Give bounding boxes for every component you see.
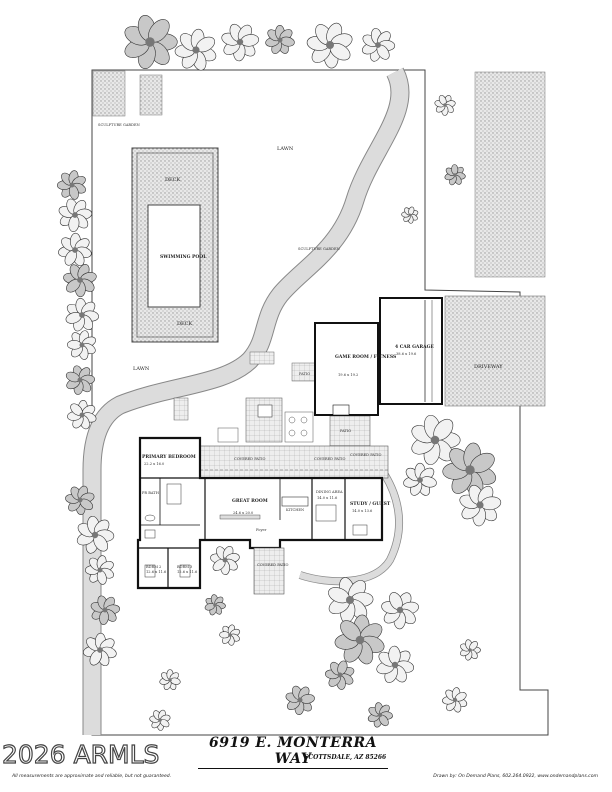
tree-icon (265, 25, 295, 54)
walk-pavers-3 (173, 397, 189, 421)
tree-icon (174, 28, 217, 71)
property-address-title: 6919 E. MONTERRA WAY (198, 735, 388, 769)
tree-icon (361, 28, 396, 62)
tree-icon (444, 164, 466, 186)
landscape-trees (57, 14, 502, 731)
garage-dim: 38.6 x 19.6 (396, 352, 417, 356)
game-room-structure (314, 322, 379, 416)
bdrm-2-label: BDRM 2 (146, 565, 161, 569)
tree-icon (204, 594, 226, 616)
tree-icon (434, 94, 456, 116)
tree-icon (328, 577, 374, 624)
corner-gravel (92, 70, 126, 117)
patio-pavers (245, 397, 283, 443)
tree-icon (401, 206, 419, 224)
covered-patio-label-4: COVERED PATIO (257, 563, 289, 567)
bdrm-3-dim: 12.6 x 11.6 (177, 570, 198, 574)
measurement-disclaimer: All measurements are approximate and rel… (12, 774, 172, 779)
tree-icon (442, 442, 497, 497)
property-boundary (91, 69, 549, 736)
front-entry (253, 547, 285, 595)
covered-patio-label-3: COVERED PATIO (350, 453, 382, 457)
tree-icon (325, 660, 355, 690)
tree-icon (459, 484, 502, 527)
tree-icon (381, 592, 419, 630)
driveway-gravel-strip (474, 71, 546, 278)
tree-icon (306, 22, 353, 69)
great-room-label: GREAT ROOM (232, 498, 268, 504)
study-label: STUDY / GUEST (350, 501, 391, 507)
garage-structure (379, 297, 443, 405)
tree-icon (58, 232, 92, 267)
dining-label: DINING AREA (316, 490, 343, 494)
corner-gravel-2 (139, 74, 163, 116)
tree-icon (219, 624, 241, 646)
covered-patio-band (199, 445, 389, 479)
bdrm-3-label: BDRM 3 (177, 565, 193, 569)
drafter-credit: Drawn by: On Demand Plans, 602.264.0922,… (433, 774, 598, 779)
driveway-label: DRIVEWAY (474, 364, 503, 370)
tree-icon (76, 515, 115, 554)
tree-icon (459, 639, 481, 661)
study-dim: 14.0 x 13.6 (352, 509, 373, 513)
deck-top-label: DECK (165, 177, 180, 183)
tree-icon (149, 709, 171, 731)
outdoor-seating (217, 411, 314, 443)
tree-icon (63, 264, 97, 298)
pool-area (131, 147, 219, 343)
tree-icon (403, 462, 437, 496)
garden-path (82, 67, 410, 735)
tree-icon (85, 555, 114, 585)
tree-icon (57, 170, 86, 200)
primary-bedroom-label: PRIMARY BEDROOM (142, 454, 196, 460)
main-house (136, 436, 384, 590)
sculpture-garden-label-1: SCULPTURE GARDEN (98, 123, 140, 127)
tree-icon (442, 687, 468, 713)
tree-icon (58, 198, 93, 232)
tree-icon (367, 702, 393, 728)
pr-bath-label: PR BATH (142, 491, 159, 495)
tree-icon (221, 23, 260, 62)
bdrm-2-dim: 12.6 x 11.6 (146, 570, 167, 574)
tree-icon (376, 645, 415, 683)
tree-icon (334, 614, 385, 665)
great-room-dim: 24.6 x 20.0 (233, 511, 254, 515)
game-room-label: GAME ROOM / FITNESS (335, 354, 396, 360)
tree-icon (65, 298, 99, 332)
garage-label: 4 CAR GARAGE (395, 344, 434, 350)
copyright-watermark: 2026 ARMLS (1, 739, 160, 769)
tree-icon (210, 546, 240, 575)
covered-patio-label-2: COVERED PATIO (314, 457, 346, 461)
firepit (257, 404, 273, 418)
pool-label: SWIMMING POOL (160, 254, 207, 260)
patio-label-1: PATIO (299, 372, 310, 376)
patio-label-2: PATIO (340, 429, 351, 433)
lawn-top-label: LAWN (277, 146, 294, 152)
tree-icon (65, 485, 95, 515)
walk-pavers-1 (249, 351, 275, 365)
tree-icon (411, 414, 461, 465)
tree-icon (285, 685, 315, 715)
tree-icon (124, 14, 178, 70)
tree-icon (159, 669, 181, 691)
lawn-left-label: LAWN (133, 366, 150, 372)
deck-bottom-label: DECK (177, 321, 192, 327)
property-city-subtitle: SCOTTSDALE, AZ 85266 (304, 754, 387, 761)
foyer-label: Foyer (256, 528, 267, 532)
driveway-pad (444, 295, 546, 407)
kitchen-label: KITCHEN (286, 508, 304, 512)
tree-icon (67, 330, 96, 360)
primary-bedroom-dim: 22.2 x 16.0 (144, 462, 165, 466)
tree-icon (83, 632, 117, 667)
tree-icon (90, 595, 120, 625)
tree-icon (67, 400, 97, 430)
sculpture-garden-label-2: SCULPTURE GARDEN (298, 247, 340, 251)
game-room-dim: 19.6 x 19.2 (338, 373, 358, 377)
tree-icon (65, 365, 95, 395)
covered-patio-label-1: COVERED PATIO (234, 457, 266, 461)
dining-dim: 14.0 x 11.6 (317, 496, 338, 500)
